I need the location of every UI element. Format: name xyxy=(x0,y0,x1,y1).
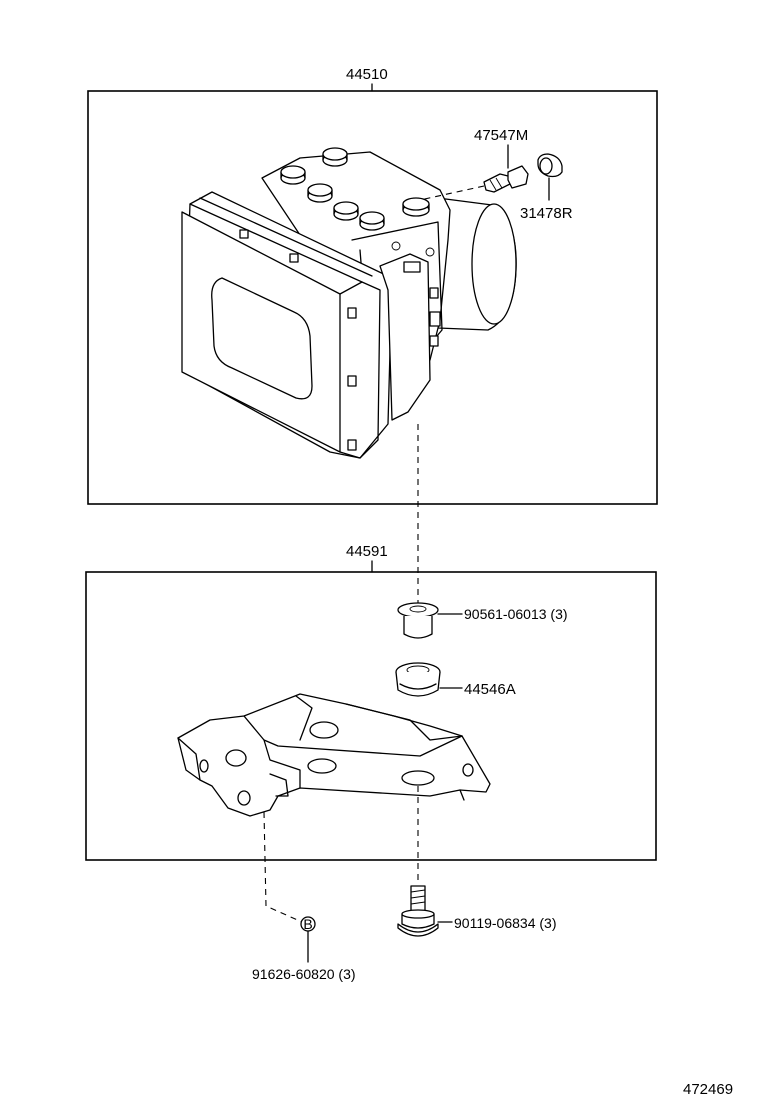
collar-label: 90561-06013 (3) xyxy=(464,606,568,622)
assembly-44510-frame xyxy=(87,90,658,505)
diagram-number: 472469 xyxy=(683,1081,733,1098)
assembly-44591: 44591 90561-06013 (3) 44546A xyxy=(85,543,657,861)
cushion-part xyxy=(395,662,463,697)
assembly-44591-label: 44591 xyxy=(346,543,388,560)
union-bolt-part xyxy=(483,144,529,193)
nut-ref-label: 91626-60820 (3) xyxy=(252,966,356,982)
cap-part xyxy=(537,153,563,201)
nut-ref-dashline xyxy=(263,811,303,923)
union-bolt-label: 47547M xyxy=(474,127,528,144)
ref-marker-letter: B xyxy=(303,916,312,932)
port-nuts xyxy=(280,147,430,231)
bolt-label: 90119-06834 (3) xyxy=(454,915,556,931)
cap-label: 31478R xyxy=(520,205,573,222)
collar-part xyxy=(397,602,463,639)
abs-actuator-illustration xyxy=(181,147,517,459)
bolt-part xyxy=(397,885,453,937)
ref-marker: B xyxy=(300,916,316,963)
assembly-44591-frame xyxy=(85,571,657,861)
assembly-44510: 44510 xyxy=(87,66,658,505)
bracket-illustration xyxy=(177,693,491,817)
cushion-label: 44546A xyxy=(464,681,516,698)
assembly-44510-label: 44510 xyxy=(346,66,388,83)
